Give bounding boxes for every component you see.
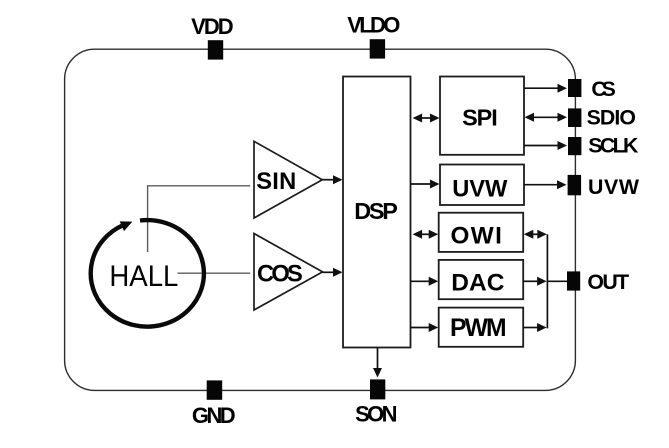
svg-text:COS: COS bbox=[257, 262, 303, 288]
svg-text:UVW: UVW bbox=[452, 176, 508, 202]
svg-text:GND: GND bbox=[192, 403, 236, 428]
svg-text:VDD: VDD bbox=[191, 14, 234, 39]
svg-text:UVW: UVW bbox=[588, 175, 640, 199]
svg-text:DAC: DAC bbox=[451, 269, 504, 296]
svg-text:SCLK: SCLK bbox=[588, 134, 639, 158]
svg-text:CS: CS bbox=[591, 77, 615, 101]
svg-text:SIN: SIN bbox=[256, 169, 296, 195]
svg-text:HALL: HALL bbox=[109, 261, 178, 293]
svg-text:DSP: DSP bbox=[354, 198, 398, 224]
svg-text:VLDO: VLDO bbox=[347, 13, 400, 38]
svg-text:OWI: OWI bbox=[450, 223, 502, 250]
svg-text:SON: SON bbox=[355, 402, 397, 427]
svg-text:OUT: OUT bbox=[587, 270, 629, 294]
svg-text:SDIO: SDIO bbox=[587, 105, 636, 129]
svg-text:SPI: SPI bbox=[462, 105, 498, 131]
svg-text:PWM: PWM bbox=[450, 315, 507, 342]
